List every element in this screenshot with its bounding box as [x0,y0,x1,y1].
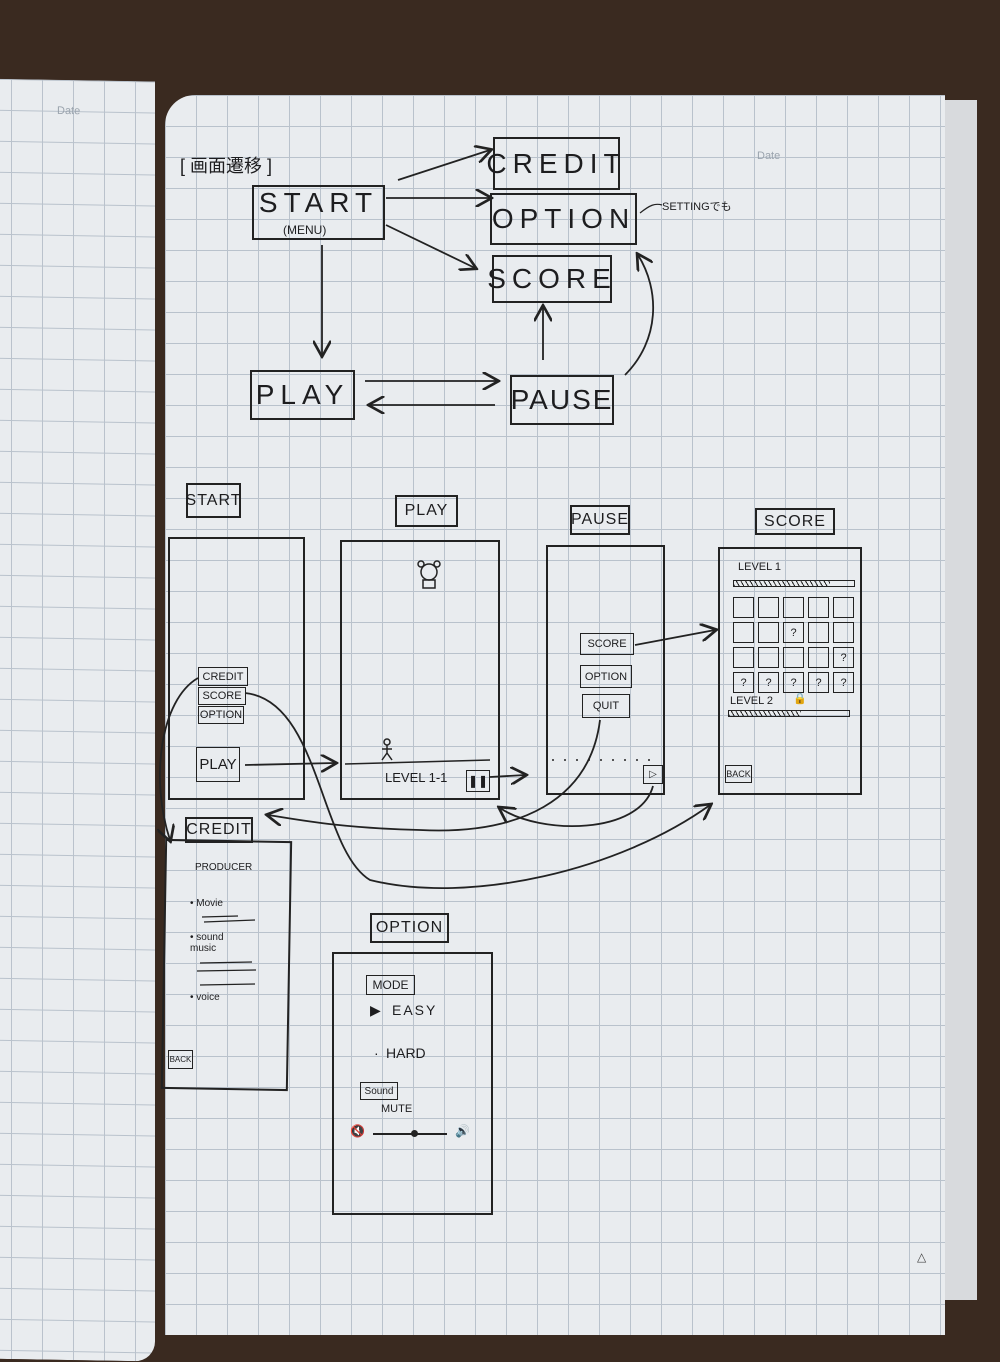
pause-icon[interactable]: ❚❚ [466,770,490,792]
flow-node-play: PLAY [250,370,355,420]
volume-slider-knob[interactable] [410,1130,418,1137]
flow-node-credit-label: CREDIT [486,147,627,179]
corner-mark: △ [917,1250,927,1264]
score-stage-cell[interactable]: ? [833,672,854,693]
score-stage-cell[interactable] [808,597,829,618]
date-label: Date [757,150,781,162]
ground-line [344,759,491,765]
level2-label: LEVEL 2 [730,695,774,707]
credit-item-voice: • voice [190,992,220,1003]
flow-node-pause-label: PAUSE [510,384,614,415]
score-stage-cell[interactable] [783,597,804,618]
level1-progress-bar [733,580,855,587]
score-stage-cell[interactable] [808,622,829,643]
credit-screen-label: CREDIT [185,817,253,843]
score-stage-cell[interactable] [758,597,779,618]
flow-node-start: START [252,185,385,240]
play-screen [340,540,500,800]
start-credit-button[interactable]: CREDIT [198,667,248,686]
pause-score-button[interactable]: SCORE [580,633,634,655]
mode-section-label: MODE [366,975,415,995]
score-stage-cell[interactable]: ? [833,647,854,668]
player-stick-figure-icon [381,738,393,761]
flow-node-pause: PAUSE [510,375,614,425]
start-option-button[interactable]: OPTION [198,706,244,724]
pause-quit-button[interactable]: QUIT [582,694,630,718]
hard-bullet: · [374,1045,379,1061]
bear-enemy-icon [417,560,441,589]
score-stage-cell[interactable]: ? [783,672,804,693]
arrow-resume-play [500,785,654,827]
arrow-quit-start [268,719,601,832]
volume-slider[interactable] [373,1130,447,1137]
level2-progress-bar [728,710,850,717]
start-screen [168,537,305,800]
speaker-loud-icon: 🔊 [455,1124,470,1138]
score-stage-cell[interactable] [833,597,854,618]
flow-node-start-sub: (MENU) [283,223,327,237]
score-screen [718,547,862,795]
flow-node-start-label: START [258,187,379,218]
play-icon[interactable]: ▷ [643,765,663,784]
option-note: SETTINGでも [662,201,732,213]
flow-node-score-label: SCORE [487,263,617,294]
lock-icon: 🔒 [793,693,807,705]
credit-item-sound-music: • sound music [190,932,224,954]
flow-node-score: SCORE [487,255,612,303]
credit-item-movie: • Movie [190,898,223,909]
arrow-start-credit [397,150,490,181]
score-screen-label: SCORE [755,508,835,535]
flow-node-credit: CREDIT [486,137,621,190]
pause-screen-label: PAUSE [570,505,630,535]
credit-back-button[interactable]: BACK [168,1050,193,1069]
score-stage-cell[interactable] [758,647,779,668]
pause-option-button[interactable]: OPTION [580,665,632,688]
credit-placeholder-lines [196,915,257,986]
option-screen [332,952,493,1215]
score-stage-cell[interactable]: ? [733,672,754,693]
start-score-button[interactable]: SCORE [198,687,246,705]
arrow-pausescore-score [634,630,715,646]
flow-node-play-label: PLAY [255,379,350,410]
mode-hard-option[interactable]: HARD [386,1045,426,1061]
arrow-start-score [385,224,475,268]
start-play-button[interactable]: PLAY [196,747,240,782]
pause-screen [546,545,665,795]
score-stage-cell[interactable] [808,647,829,668]
score-stage-cell[interactable] [783,647,804,668]
easy-selected-icon: ▶ [370,1002,381,1018]
score-stage-cell[interactable] [733,647,754,668]
score-stage-cell[interactable]: ? [783,622,804,643]
flow-node-option: OPTION [490,193,637,245]
level1-label: LEVEL 1 [738,561,782,573]
sound-section-label: Sound [360,1082,398,1100]
play-level-label: LEVEL 1-1 [385,770,448,785]
score-stage-cell[interactable]: ? [808,672,829,693]
arrow-startplay-playscreen [244,763,335,765]
score-stage-cell[interactable] [833,622,854,643]
arrow-pausebtn-pausescreen [489,775,525,777]
score-stage-cell[interactable] [733,597,754,618]
credit-producer: PRODUCER [195,862,253,873]
mode-easy-option[interactable]: EASY [392,1002,438,1018]
arrow-pause-option [624,255,655,376]
play-screen-sprites [344,560,660,765]
speaker-muted-icon: 🔇 [350,1124,365,1138]
score-stage-cell[interactable] [733,622,754,643]
connector-arrows [0,0,1000,889]
score-stage-cell[interactable] [758,622,779,643]
play-screen-label: PLAY [395,495,458,527]
score-back-button[interactable]: BACK [725,765,752,783]
flow-title: [ 画面遷移 ] [180,156,273,176]
score-stage-cell[interactable]: ? [758,672,779,693]
arrow-startscore-score [244,692,710,889]
flow-node-option-label: OPTION [491,203,636,234]
arrow-startcredit-credit [160,677,199,840]
option-screen-label: OPTION [370,913,449,943]
mute-label[interactable]: MUTE [381,1103,413,1115]
start-screen-label: START [186,483,241,518]
